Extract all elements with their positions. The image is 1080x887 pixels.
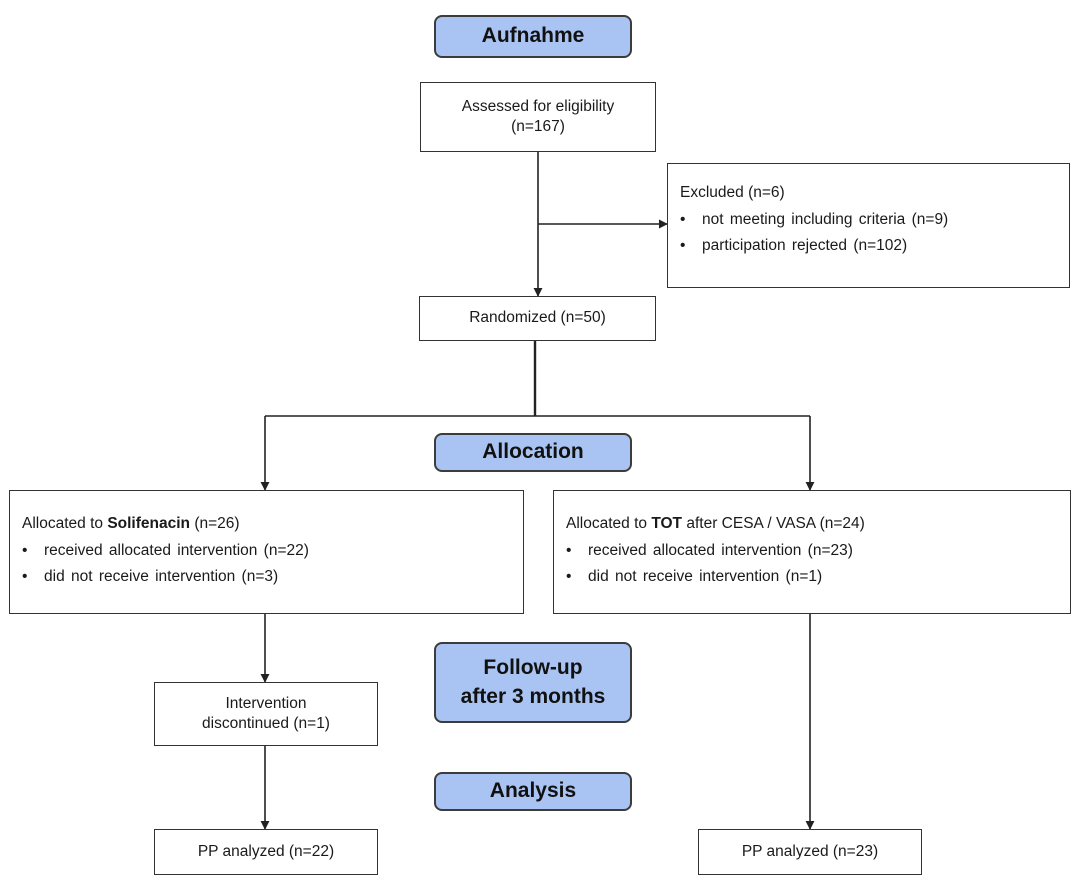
excluded-box: Excluded (n=6) •not meeting including cr… [667, 163, 1070, 288]
assessed-box: Assessed for eligibility (n=167) [420, 82, 656, 152]
stage-analysis: Analysis [434, 772, 632, 811]
right-arm-box: Allocated to TOT after CESA / VASA (n=24… [553, 490, 1071, 614]
assessed-label: Assessed for eligibility [461, 97, 615, 115]
left-arm-box: Allocated to Solifenacin (n=26) •receive… [9, 490, 524, 614]
stage-followup-line2: after 3 months [460, 684, 606, 708]
list-item: •did not receive intervention (n=3) [22, 568, 279, 585]
excluded-title: Excluded (n=6) [680, 184, 785, 201]
right-arm-drug: TOT [651, 515, 683, 532]
bullet: • [680, 237, 686, 254]
left-analyzed-label: PP analyzed (n=22) [197, 842, 335, 860]
right-analyzed-box: PP analyzed (n=23) [698, 829, 922, 875]
list-item: •not meeting including criteria (n=9) [680, 211, 949, 228]
list-item: •participation rejected (n=102) [680, 237, 908, 254]
stage-analysis-label: Analysis [489, 779, 577, 803]
list-item: •did not receive intervention (n=1) [566, 568, 823, 585]
stage-enrollment: Aufnahme [434, 15, 632, 58]
bullet: • [22, 568, 28, 585]
discontinued-line2: discontinued (n=1) [202, 715, 330, 732]
stage-allocation-label: Allocation [482, 440, 584, 464]
discontinued-box: Intervention discontinued (n=1) [154, 682, 378, 746]
stage-followup: Follow-up after 3 months [434, 642, 632, 723]
left-analyzed-box: PP analyzed (n=22) [154, 829, 378, 875]
discontinued-line1: Intervention [225, 694, 307, 712]
right-arm-title: Allocated to TOT after CESA / VASA (n=24… [566, 515, 865, 532]
right-analyzed-label: PP analyzed (n=23) [741, 842, 879, 860]
bullet: • [22, 542, 28, 559]
randomized-label: Randomized (n=50) [469, 309, 606, 327]
left-arm-drug: Solifenacin [107, 515, 190, 532]
stage-followup-line1: Follow-up [483, 656, 583, 680]
left-arm-title: Allocated to Solifenacin (n=26) [22, 515, 240, 532]
bullet: • [566, 542, 572, 559]
list-item: •received allocated intervention (n=23) [566, 542, 853, 559]
list-item: •received allocated intervention (n=22) [22, 542, 309, 559]
assessed-count: (n=167) [511, 118, 565, 135]
bullet: • [566, 568, 572, 585]
stage-allocation: Allocation [434, 433, 632, 472]
bullet: • [680, 211, 686, 228]
randomized-box: Randomized (n=50) [419, 296, 656, 341]
stage-enrollment-label: Aufnahme [481, 24, 585, 48]
